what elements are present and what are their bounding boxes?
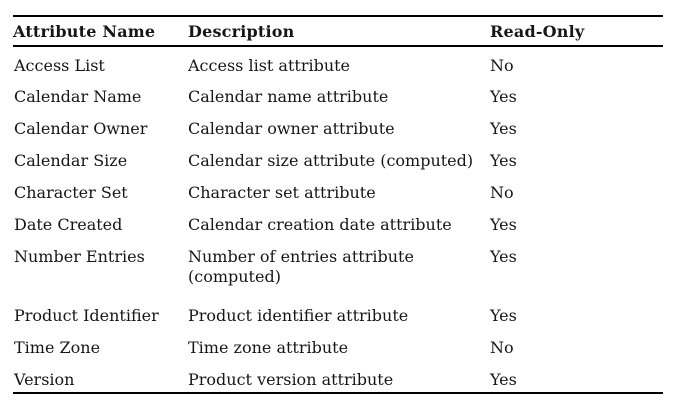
description-cell: Time zone attribute	[188, 338, 349, 357]
read-only-cell: Yes	[490, 247, 517, 266]
attribute-name-cell: Calendar Name	[14, 87, 142, 106]
read-only-cell: Yes	[490, 87, 517, 106]
description-cell: Product version attribute	[188, 370, 394, 389]
description-cell: Calendar owner attribute	[188, 119, 395, 138]
attribute-name-cell: Version	[14, 370, 75, 389]
table-row: Calendar Name Calendar name attribute Ye…	[13, 78, 663, 110]
attribute-name-cell: Access List	[14, 56, 105, 75]
attributes-table: Attribute Name Description Read-Only Acc…	[13, 15, 663, 394]
table-row: Version Product version attribute Yes	[13, 361, 663, 393]
attribute-name-cell: Time Zone	[14, 338, 101, 357]
read-only-cell: Yes	[490, 151, 517, 170]
read-only-cell: Yes	[490, 306, 517, 325]
read-only-cell: No	[490, 338, 514, 357]
attribute-name-cell: Calendar Owner	[14, 119, 148, 138]
attribute-name-cell: Product Identifier	[14, 306, 159, 325]
table-row: Number Entries Number of entries attribu…	[13, 238, 663, 297]
table-row: Product Identifier Product identifier at…	[13, 297, 663, 329]
column-header-read-only: Read-Only	[490, 21, 585, 41]
table-row: Date Created Calendar creation date attr…	[13, 206, 663, 238]
description-cell: Access list attribute	[188, 56, 351, 75]
attribute-name-cell: Calendar Size	[14, 151, 128, 170]
header-row: Attribute Name Description Read-Only	[13, 16, 663, 46]
description-cell: Product identifier attribute	[188, 306, 409, 325]
read-only-cell: No	[490, 183, 514, 202]
table-row: Time Zone Time zone attribute No	[13, 329, 663, 361]
read-only-cell: Yes	[490, 215, 517, 234]
table-row: Calendar Owner Calendar owner attribute …	[13, 110, 663, 142]
attribute-name-cell: Date Created	[14, 215, 123, 234]
attribute-name-cell: Number Entries	[14, 247, 145, 266]
description-cell: Calendar name attribute	[188, 87, 389, 106]
read-only-cell: Yes	[490, 119, 517, 138]
attribute-name-cell: Character Set	[14, 183, 128, 202]
column-header-attribute-name: Attribute Name	[13, 21, 156, 41]
description-cell: Character set attribute	[188, 183, 376, 202]
description-cell: Calendar creation date attribute	[188, 215, 452, 234]
description-cell: Number of entries attribute (computed)	[188, 247, 414, 286]
table-row: Access List Access list attribute No	[13, 46, 663, 78]
read-only-cell: Yes	[490, 370, 517, 389]
description-cell: Calendar size attribute (computed)	[188, 151, 474, 170]
table-row: Character Set Character set attribute No	[13, 174, 663, 206]
table-row: Calendar Size Calendar size attribute (c…	[13, 142, 663, 174]
column-header-description: Description	[188, 21, 295, 41]
read-only-cell: No	[490, 56, 514, 75]
